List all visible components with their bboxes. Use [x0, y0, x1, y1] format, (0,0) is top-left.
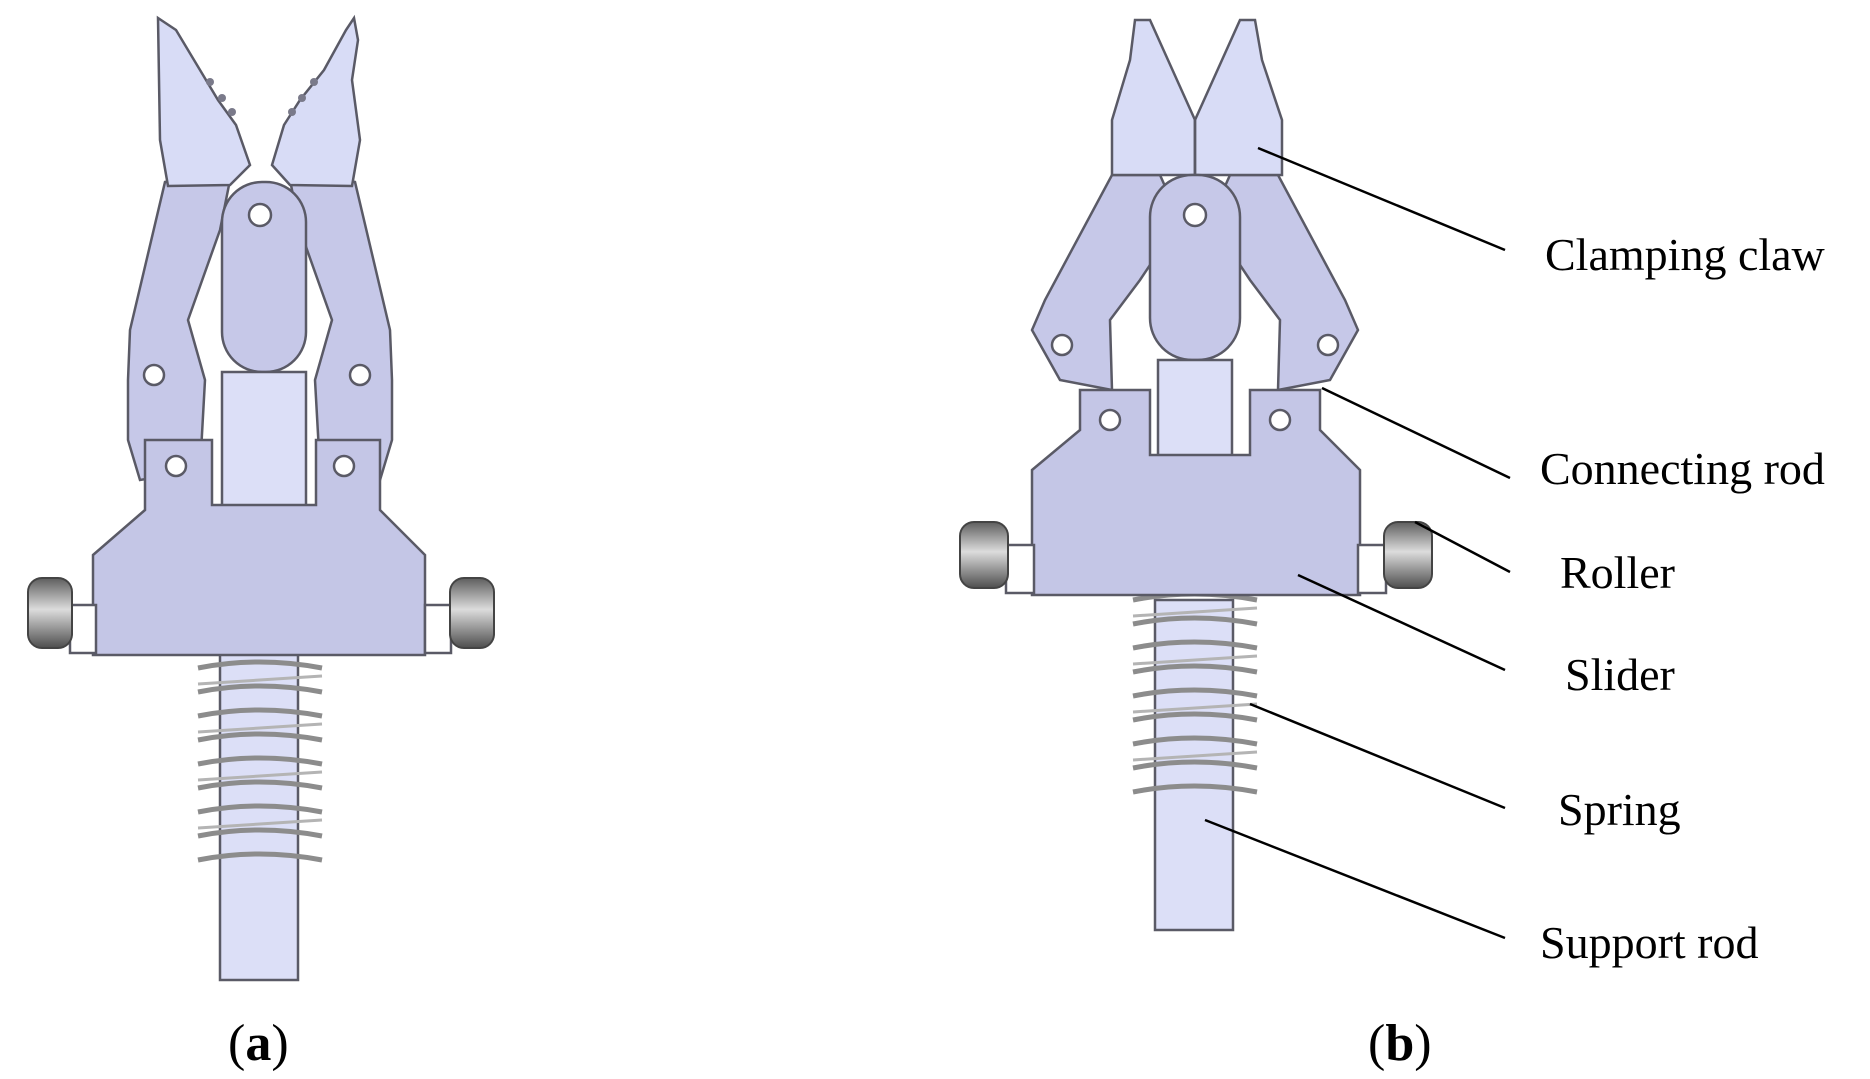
caption-b: (b) — [1368, 1015, 1432, 1072]
support-rod-a — [218, 648, 300, 982]
clamping-claw-a-left — [156, 15, 252, 188]
slider-b — [1030, 388, 1362, 597]
label-slider: Slider — [1565, 649, 1675, 700]
spring-a — [197, 659, 323, 863]
panel-a-gripper-open — [27, 14, 495, 982]
label-roller: Roller — [1560, 547, 1675, 598]
label-connecting-rod: Connecting rod — [1540, 443, 1825, 494]
pins-a — [142, 202, 372, 478]
clamping-claw-a-right — [270, 14, 362, 188]
label-support-rod: Support rod — [1540, 917, 1759, 968]
label-spring: Spring — [1558, 784, 1681, 835]
connecting-rod-a-left — [126, 168, 234, 482]
roller-a-left — [27, 577, 73, 649]
clamping-claw-b-left — [1110, 18, 1197, 177]
slider-a — [91, 438, 427, 657]
roller-b-left — [959, 521, 1009, 589]
panel-b-gripper-closed: Clamping claw Connecting rod Roller Slid… — [959, 18, 1826, 968]
leader-lines — [1204, 146, 1511, 940]
label-clamping-claw: Clamping claw — [1545, 229, 1826, 280]
pins-b — [1050, 202, 1340, 432]
roller-b-right — [1383, 521, 1433, 589]
roller-a-right — [449, 577, 495, 649]
caption-a: (a) — [228, 1015, 289, 1072]
